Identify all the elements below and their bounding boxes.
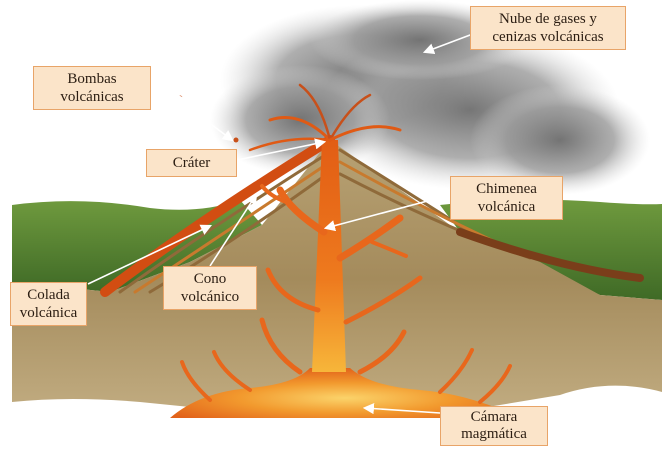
label-volcanic-bombs: Bombas volcánicas xyxy=(33,66,151,110)
label-magma-chamber: Cámara magmática xyxy=(440,406,548,446)
label-crater-text: Cráter xyxy=(153,154,230,172)
label-gas-ash-cloud: Nube de gases y cenizas volcánicas xyxy=(470,6,626,50)
label-lava-flow-line2: volcánica xyxy=(17,304,80,322)
label-gas-ash-cloud-line1: Nube de gases y xyxy=(477,10,619,28)
label-magma-chamber-line2: magmática xyxy=(447,426,541,443)
label-volcanic-bombs-line2: volcánicas xyxy=(40,88,144,106)
label-magma-chamber-line1: Cámara xyxy=(447,409,541,426)
label-gas-ash-cloud-line2: cenizas volcánicas xyxy=(477,28,619,46)
label-volcanic-cone-line1: Cono xyxy=(170,270,250,288)
label-crater: Cráter xyxy=(146,149,237,177)
label-lava-flow-line1: Colada xyxy=(17,286,80,304)
volcanic-bomb xyxy=(234,138,239,143)
label-volcanic-cone-line2: volcánico xyxy=(170,288,250,306)
label-volcanic-bombs-line1: Bombas xyxy=(40,70,144,88)
label-lava-flow: Colada volcánica xyxy=(10,282,87,326)
label-chimney-line2: volcánica xyxy=(457,198,556,216)
label-chimney: Chimenea volcánica xyxy=(450,176,563,220)
label-chimney-line1: Chimenea xyxy=(457,180,556,198)
label-volcanic-cone: Cono volcánico xyxy=(163,266,257,310)
